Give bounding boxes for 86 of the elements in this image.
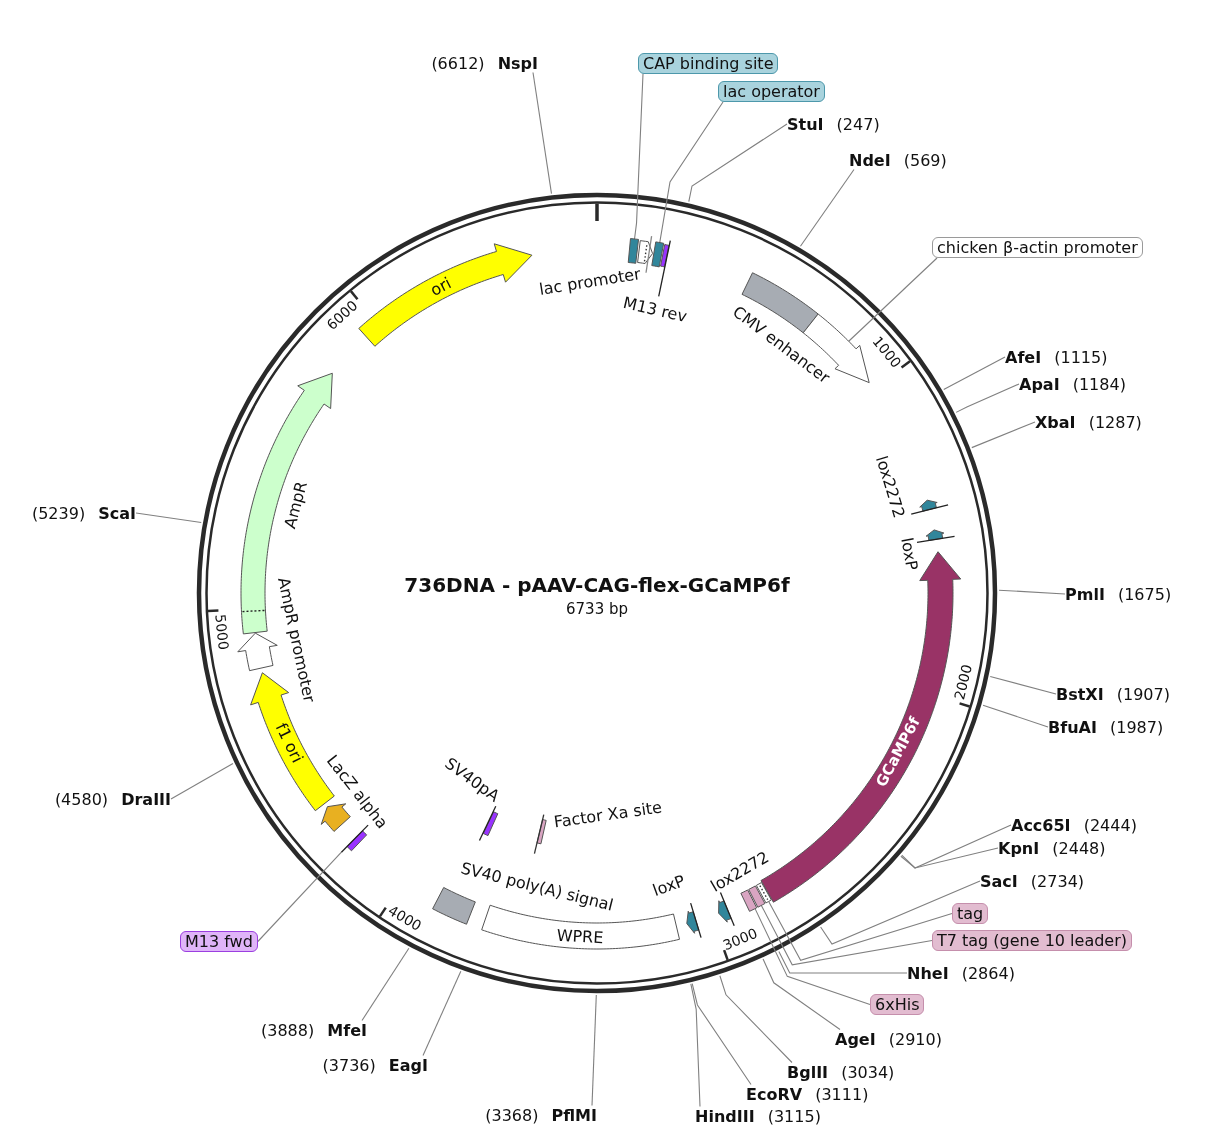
sequence-length: 6733 bp — [566, 600, 628, 618]
feature-callout: tag — [952, 903, 989, 924]
feature-label: f1 ori — [271, 720, 307, 766]
feature-box — [626, 237, 641, 265]
restriction-site-label: EcoRV (3111) — [746, 1084, 869, 1104]
feature-box — [431, 885, 477, 926]
leader-line — [719, 975, 793, 1064]
restriction-site-label: (3368) PflMI — [485, 1105, 597, 1125]
leader-line — [943, 356, 1006, 391]
restriction-site-label: (5239) ScaI — [31, 503, 136, 523]
leader-line — [691, 983, 752, 1086]
feature-label: Factor Xa site — [552, 798, 664, 832]
leader-line — [955, 383, 1020, 413]
leader-line — [754, 908, 871, 1006]
leader-line — [982, 704, 1049, 728]
restriction-site-label: NheI (2864) — [907, 963, 1015, 983]
feature-mark — [477, 804, 500, 843]
feature-callout: chicken β-actin promoter — [932, 237, 1143, 258]
map-title: 736DNA - pAAV-CAG-flex-GCaMP6f — [404, 573, 790, 597]
feature-segment — [357, 242, 534, 348]
restriction-site-label: ApaI (1184) — [1019, 374, 1126, 394]
scale-label: 2000 — [951, 662, 976, 702]
restriction-site-label: (4580) DraIII — [54, 789, 171, 809]
leader-line — [998, 589, 1066, 595]
leader-line — [778, 950, 908, 974]
leader-line — [762, 958, 841, 1031]
leader-line — [659, 101, 724, 244]
leader-line — [361, 947, 410, 1022]
leader-line — [971, 421, 1036, 449]
feature-mark — [532, 813, 548, 856]
restriction-site-label: BstXI (1907) — [1056, 684, 1170, 704]
feature-callout: lac operator — [718, 81, 825, 102]
leader-line — [633, 73, 644, 240]
feature-segment — [319, 802, 352, 833]
feature-segment — [236, 631, 279, 673]
leader-line — [257, 851, 342, 943]
feature-label: AmpR promoter — [274, 575, 318, 705]
leader-line — [760, 904, 933, 966]
restriction-site-label: BglII (3034) — [787, 1062, 895, 1082]
leader-line — [135, 512, 202, 524]
feature-label: WPRE — [556, 926, 604, 948]
leader-line — [848, 257, 938, 342]
restriction-site-label: StuI (247) — [787, 114, 880, 134]
feature-label: loxP — [650, 871, 688, 901]
leader-line — [170, 763, 234, 800]
feature-callout: 6xHis — [870, 994, 925, 1015]
feature-label: SV40 poly(A) signal — [459, 859, 615, 915]
leader-line — [591, 994, 597, 1107]
scale-label: 5000 — [212, 613, 232, 651]
feature-label: AmpR — [281, 479, 311, 531]
restriction-site-label: (3888) MfeI — [261, 1020, 367, 1040]
scale-label: 3000 — [720, 924, 760, 953]
feature-callout: CAP binding site — [638, 53, 779, 74]
feature-label: ori — [427, 274, 455, 300]
feature-segment — [909, 498, 950, 516]
feature-box — [650, 240, 666, 269]
restriction-site-label: (6612) NspI — [431, 53, 538, 73]
leader-line — [989, 676, 1057, 695]
scale-label: 4000 — [385, 901, 425, 934]
feature-callout: T7 tag (gene 10 leader) — [932, 930, 1133, 951]
leader-line — [901, 824, 1012, 869]
restriction-site-label: AgeI (2910) — [835, 1029, 942, 1049]
restriction-site-label: XbaI (1287) — [1035, 412, 1142, 432]
restriction-site-label: BfuAI (1987) — [1048, 717, 1164, 737]
restriction-site-label: HindIII (3115) — [695, 1106, 821, 1126]
leader-line — [900, 847, 999, 869]
leader-line — [688, 123, 788, 203]
restriction-site-label: NdeI (569) — [849, 150, 947, 170]
restriction-site-label: (3736) EagI — [322, 1055, 428, 1075]
restriction-site-label: SacI (2734) — [980, 871, 1085, 891]
restriction-site-label: PmlI (1675) — [1065, 584, 1172, 604]
feature-label: loxP — [897, 536, 921, 572]
feature-mark — [657, 239, 672, 298]
restriction-site-label: AfeI (1115) — [1005, 347, 1108, 367]
restriction-site-label: Acc65I (2444) — [1011, 815, 1137, 835]
leader-line — [768, 900, 953, 961]
leader-line — [820, 880, 981, 945]
leader-line — [690, 983, 701, 1108]
feature-segment — [685, 901, 703, 940]
leader-line — [422, 970, 462, 1057]
leader-line — [532, 71, 553, 195]
feature-label: M13 rev — [621, 293, 689, 327]
feature-segment — [717, 891, 736, 928]
restriction-site-label: KpnI (2448) — [998, 838, 1106, 858]
feature-callout: M13 fwd — [180, 931, 258, 952]
leader-line — [799, 168, 855, 247]
